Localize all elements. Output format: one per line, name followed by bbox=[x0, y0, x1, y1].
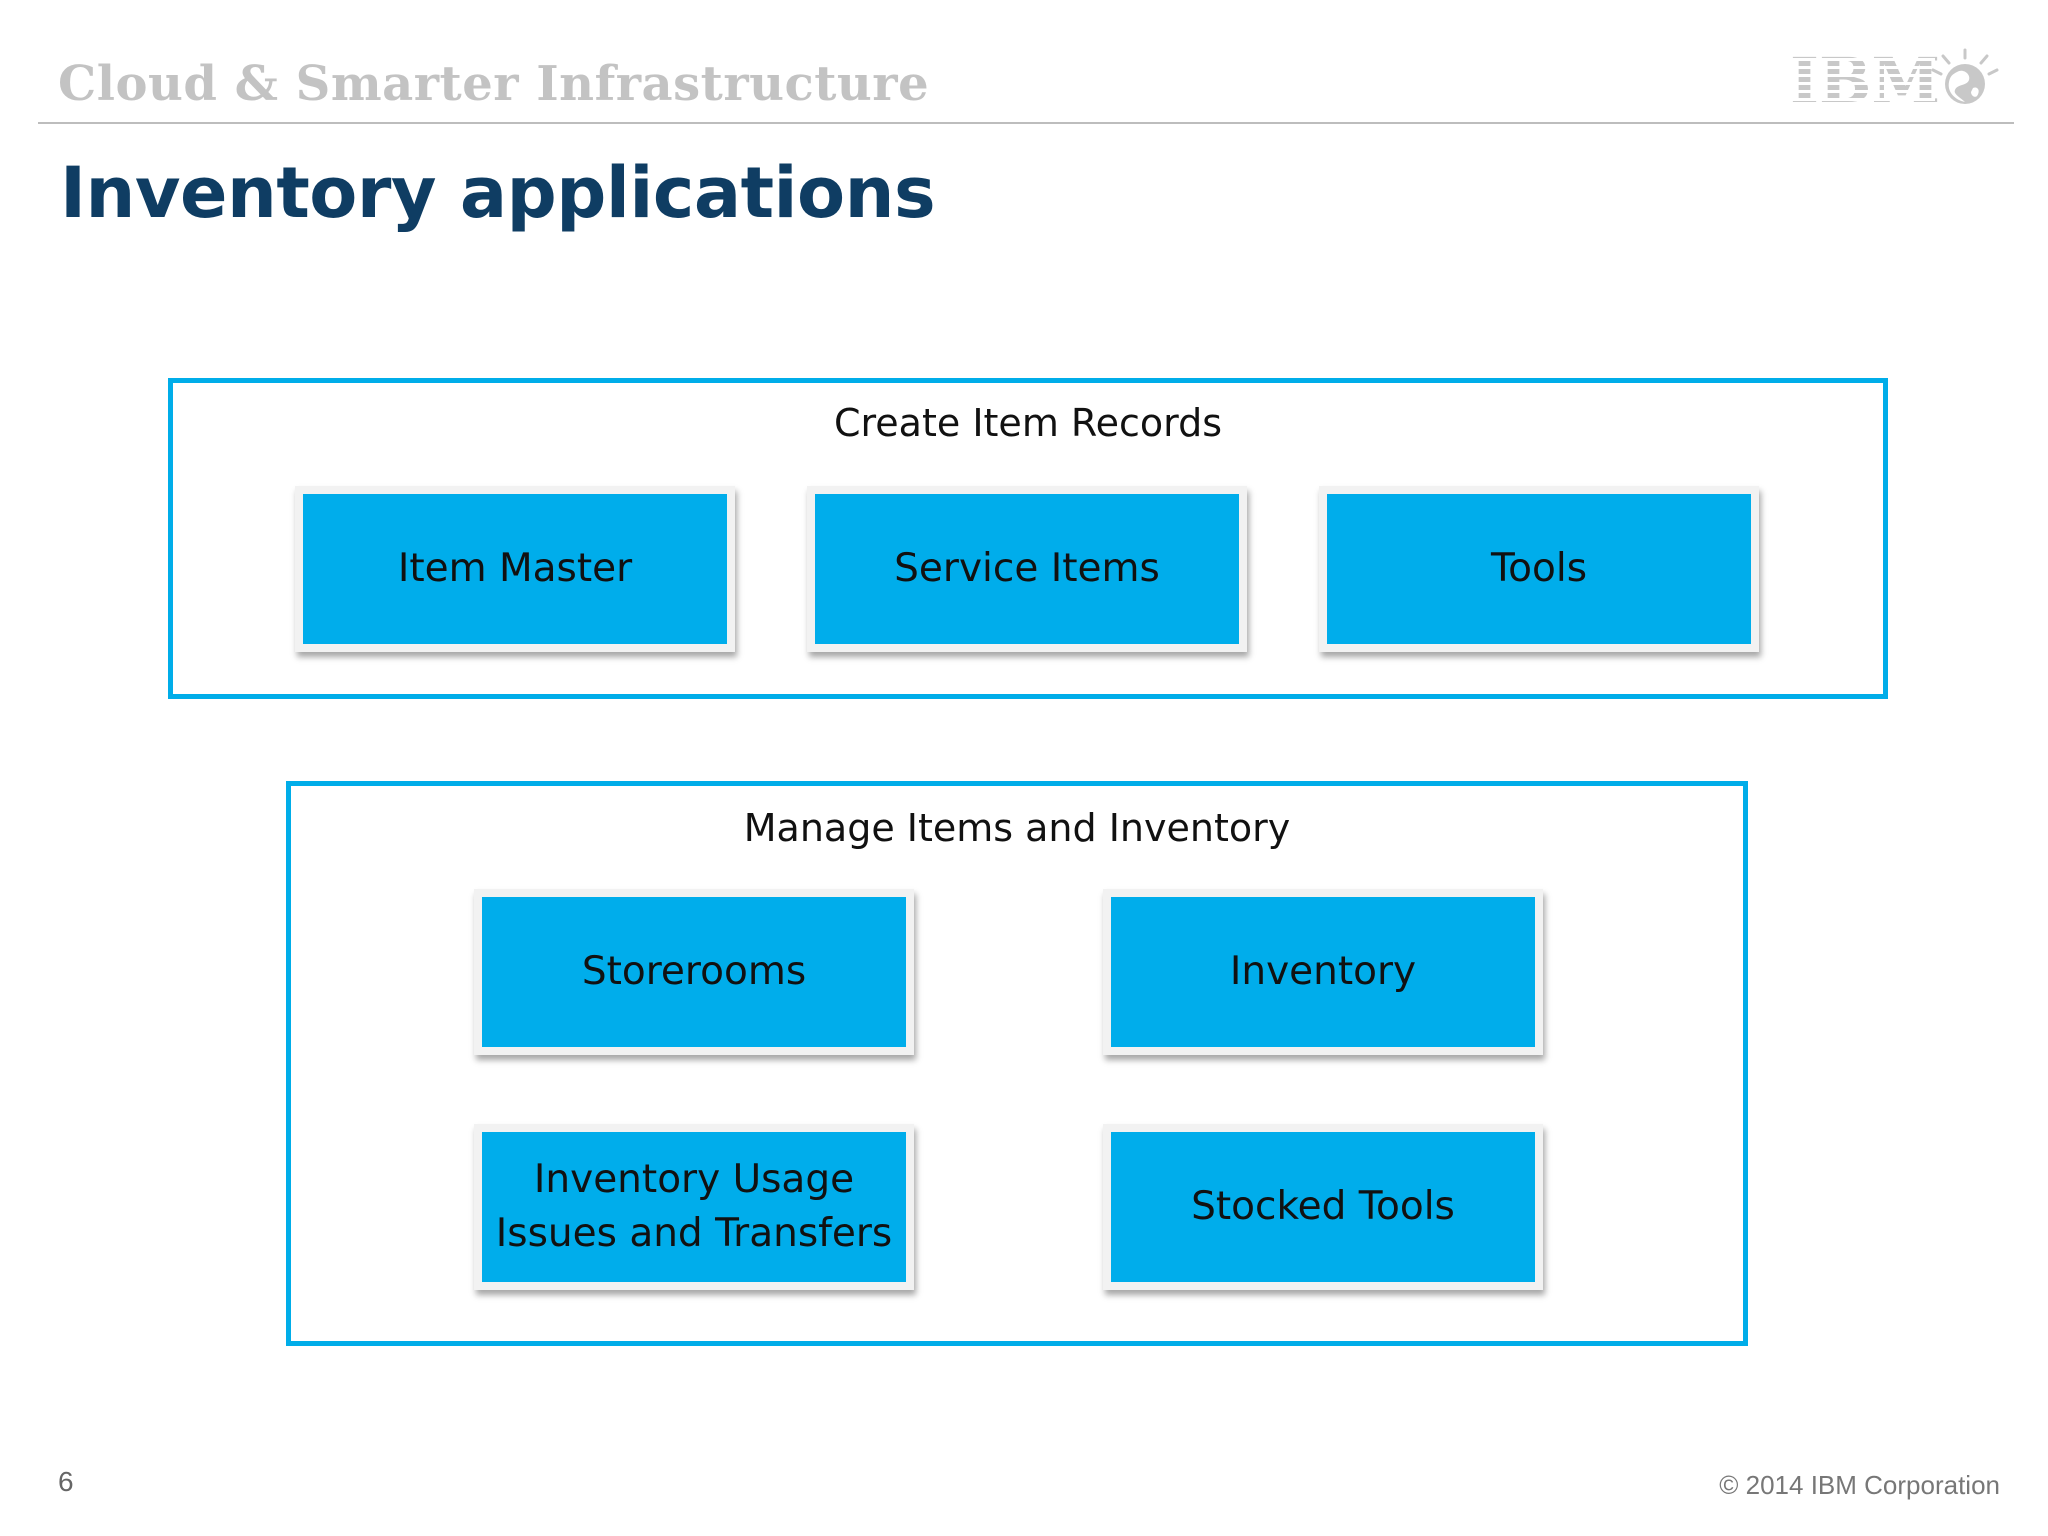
globe-icon bbox=[1931, 48, 1999, 104]
inventory-usage-box[interactable]: Inventory Usage Issues and Transfers bbox=[474, 1124, 914, 1290]
tools-label: Tools bbox=[1490, 546, 1588, 591]
item-master-box[interactable]: Item Master bbox=[295, 486, 735, 652]
svg-text:IBM: IBM bbox=[1790, 46, 1940, 116]
manage-items-inventory-group: Manage Items and Inventory Storerooms In… bbox=[286, 781, 1748, 1346]
ibm-wordmark: IBM bbox=[1790, 46, 1940, 116]
tools-box[interactable]: Tools bbox=[1319, 486, 1759, 652]
inventory-usage-label: Inventory Usage Issues and Transfers bbox=[495, 1157, 893, 1256]
group-title-create: Create Item Records bbox=[833, 401, 1222, 445]
service-items-label: Service Items bbox=[894, 546, 1160, 591]
stocked-tools-label: Stocked Tools bbox=[1191, 1184, 1455, 1229]
ibm-logo: IBM bbox=[1790, 46, 1999, 116]
item-master-label: Item Master bbox=[397, 546, 633, 591]
storerooms-box[interactable]: Storerooms bbox=[474, 889, 914, 1055]
create-item-records-group: Create Item Records Item Master Service … bbox=[168, 378, 1888, 699]
copyright: © 2014 IBM Corporation bbox=[1719, 1470, 2000, 1500]
inventory-box[interactable]: Inventory bbox=[1103, 889, 1543, 1055]
page-number: 6 bbox=[58, 1466, 74, 1497]
inventory-label: Inventory bbox=[1229, 949, 1417, 994]
header-brand: Cloud & Smarter Infrastructure bbox=[58, 56, 930, 112]
group-title-manage: Manage Items and Inventory bbox=[743, 806, 1291, 850]
storerooms-label: Storerooms bbox=[581, 949, 807, 994]
header-divider bbox=[38, 122, 2014, 124]
stocked-tools-box[interactable]: Stocked Tools bbox=[1103, 1124, 1543, 1290]
page-title: Inventory applications bbox=[60, 152, 936, 234]
service-items-box[interactable]: Service Items bbox=[807, 486, 1247, 652]
